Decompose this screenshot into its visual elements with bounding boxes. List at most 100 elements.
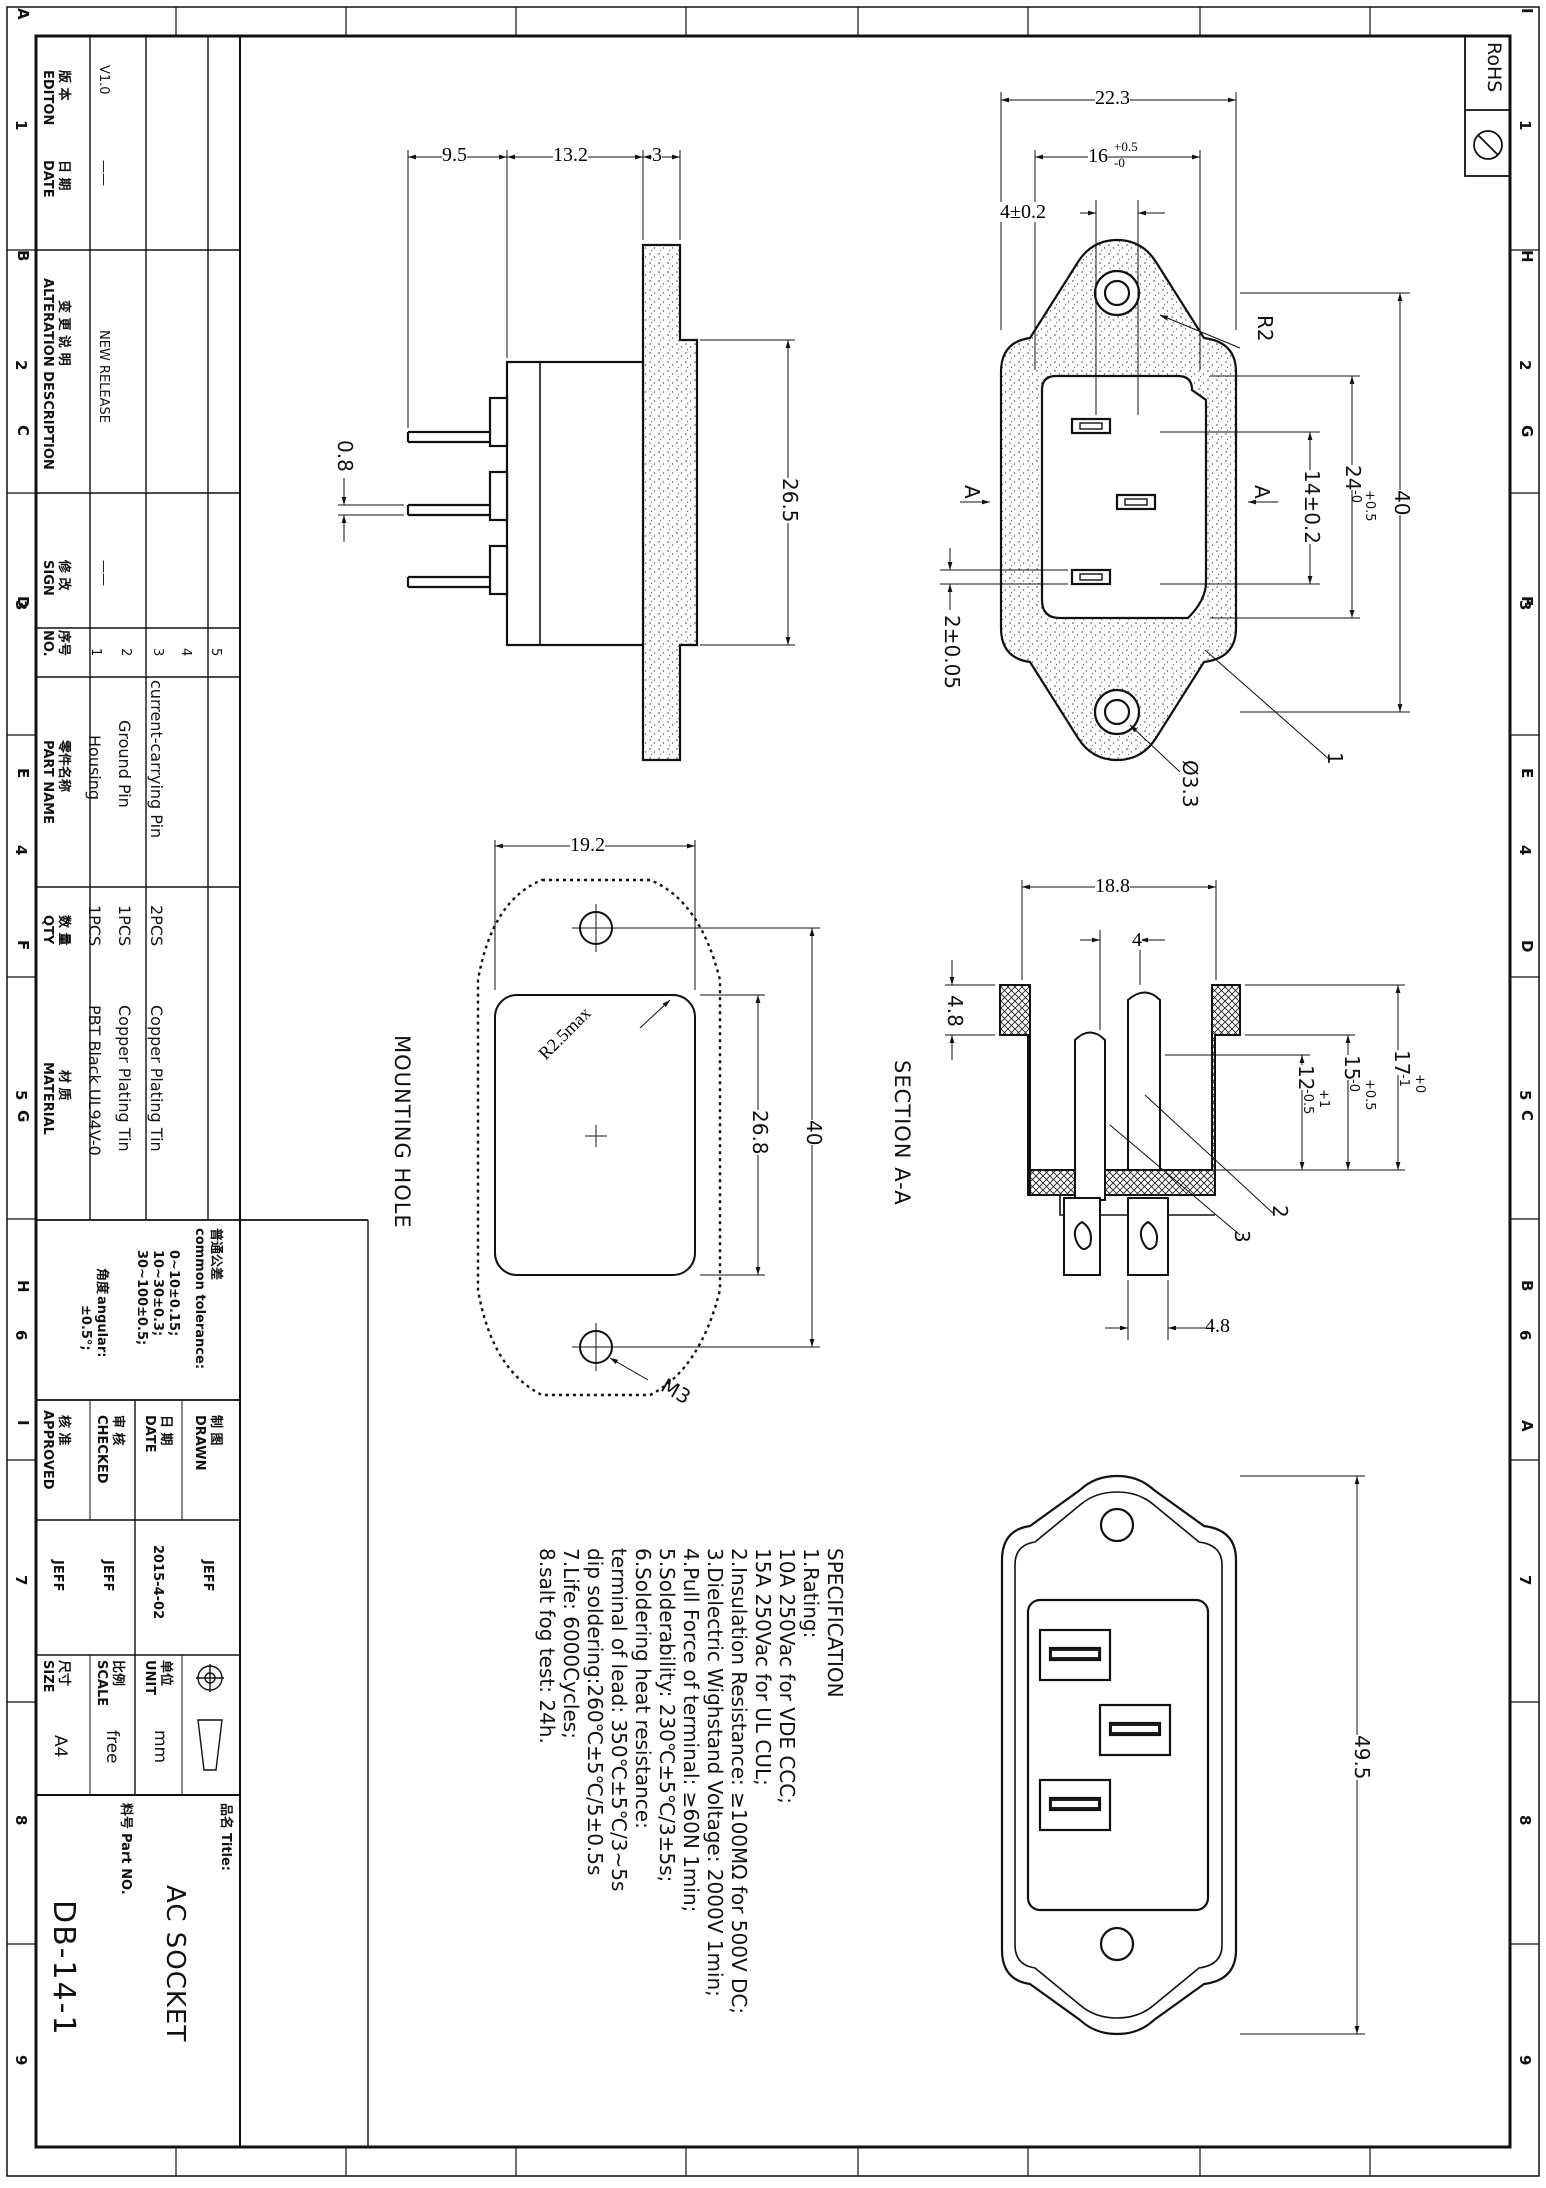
dim-sec-depth-c: 12	[1294, 1065, 1318, 1091]
rev-header-date-en: DATE	[40, 160, 55, 198]
zone-letter: D	[1518, 940, 1536, 953]
scale-label-en: SCALE	[94, 1660, 109, 1707]
partno-label-cn: 料号	[118, 1803, 133, 1830]
parts-row-name: current-carrying Pin	[147, 680, 166, 839]
side-view	[406, 243, 699, 762]
date-label-en: DATE	[142, 1415, 157, 1453]
scale-value: free	[102, 1730, 122, 1764]
dim-sec-depth-a-up: +0	[1412, 1074, 1427, 1094]
unit-value: mm	[150, 1730, 170, 1764]
dim-sec-tab: 4.8	[1205, 1315, 1230, 1337]
rev-header-date-cn: 日 期	[56, 160, 71, 191]
dim-front-overall-height: 40	[1390, 490, 1414, 516]
zone-letter: C	[14, 425, 32, 437]
spec-line: 8.salt fog test: 24h.	[535, 1548, 559, 1744]
zone-number: 6	[12, 1330, 30, 1341]
parts-row-qty: 2PCS	[147, 905, 166, 947]
dim-front-hole-dia: Ø3.3	[1178, 760, 1202, 808]
zone-number: 4	[12, 845, 30, 856]
dim-sec-depth-c-dn: -0.5	[1300, 1089, 1315, 1115]
checked-label-en: CHECKED	[94, 1415, 109, 1484]
section-view	[999, 984, 1241, 1276]
title-label-cn: 品名	[218, 1803, 233, 1830]
dim-sec-pin-gap: 4	[1132, 929, 1142, 951]
scale-label-cn: 比例	[110, 1660, 125, 1687]
zone-letter: C	[1518, 1110, 1536, 1122]
parts-row-qty: 1PCS	[115, 905, 134, 947]
dim-side-9-5: 9.5	[442, 144, 467, 166]
tolerance-line: 10~30±0.3;	[150, 1250, 165, 1337]
spec-line: 5.Solderability: 230℃±5℃/3±5s;	[655, 1548, 679, 1883]
parts-row-no: 3	[150, 648, 165, 657]
zone-letter: I	[14, 1420, 32, 1426]
spec-line: 10A 250Vac for VDE CCC;	[775, 1548, 799, 1804]
dim-sec-depth-a-dn: -1	[1396, 1074, 1411, 1087]
angular-label-cn: 角度	[94, 1268, 109, 1295]
part-number-value: DB-14-1	[46, 1900, 81, 2037]
mounting-hole-view	[476, 878, 722, 1397]
spec-line: 3.Dielectric Wighstand Voltage: 2000V 1m…	[703, 1548, 727, 1997]
zone-number: 9	[12, 2055, 30, 2066]
dim-mount-thread: M3	[657, 1373, 695, 1410]
zone-number: 8	[12, 1815, 30, 1826]
drawn-value: JEFF	[200, 1560, 215, 1592]
parts-row-no: 1	[88, 648, 103, 657]
front-view-dims	[940, 92, 1410, 773]
title-value: AC SOCKET	[160, 1885, 190, 2043]
zone-number: 7	[12, 1575, 30, 1586]
date-label-cn: 日 期	[158, 1415, 173, 1446]
zone-number: 3	[12, 600, 30, 611]
rev-header-desc-cn: 变 更 说 明	[56, 300, 71, 366]
dim-front-overall-width: 22.3	[1095, 87, 1130, 109]
rev-date-value: ——	[96, 160, 111, 186]
checked-value: JEFF	[100, 1560, 115, 1592]
title-label-en: Title:	[218, 1833, 233, 1872]
zone-number: 9	[1516, 2055, 1534, 2066]
rev-header-sign-cn: 修 改	[56, 560, 71, 591]
dim-sec-depth-a: 17	[1390, 1050, 1414, 1076]
parts-row-name: Housing	[85, 735, 104, 801]
spec-line: 7.Life: 6000Cycles;	[559, 1548, 583, 1739]
zone-letter: E	[1518, 768, 1536, 779]
approved-value: JEFF	[50, 1560, 65, 1592]
parts-row-no: 2	[118, 648, 133, 657]
zone-letter: I	[1518, 8, 1536, 14]
dim-side-13-2: 13.2	[553, 144, 588, 166]
zone-number: 5	[12, 1090, 30, 1101]
zone-number: 2	[12, 360, 30, 371]
dim-front-cutout-tol-up: +0.5	[1114, 139, 1138, 154]
dim-front-radius: R2	[1253, 315, 1277, 342]
dim-sec-depth-b-up: +0.5	[1362, 1079, 1377, 1111]
angular-value: ±0.5°;	[78, 1305, 93, 1351]
dim-front-pin-width: 4±0.2	[1000, 201, 1046, 223]
dim-mount-height: 26.8	[748, 1110, 772, 1155]
dim-front-pin-thickness: 2±0.05	[940, 615, 964, 690]
zone-letter: G	[1518, 425, 1536, 438]
zone-letter: B	[1518, 1280, 1536, 1292]
rev-header-edition-en: EDITON	[40, 70, 55, 126]
parts-row-qty: 1PCS	[85, 905, 104, 947]
balloon-1: 1	[1323, 752, 1347, 765]
balloon-3: 3	[1230, 1230, 1254, 1243]
spec-line: 6.Soldering heat resistance:	[631, 1548, 655, 1829]
rev-sign-value: ——	[96, 560, 111, 586]
mounting-hole-title: MOUNTING HOLE	[390, 1035, 414, 1229]
spec-heading: SPECIFICATION	[823, 1548, 847, 1698]
spec-line: 2.Insulation Resistance: ≥100MΩ for 500V…	[727, 1548, 751, 2015]
zone-letter: B	[14, 250, 32, 262]
dim-side-3: 3	[652, 144, 662, 166]
angular-label-en: angular:	[94, 1296, 109, 1358]
spec-line: 1.Rating:	[799, 1548, 823, 1639]
rear-view	[1000, 1474, 1238, 2036]
rohs-pb-icon	[1464, 35, 1511, 177]
size-value: A4	[50, 1735, 70, 1758]
section-mark-right: A	[1250, 485, 1274, 499]
tolerance-label-cn: 普通公差	[208, 1228, 223, 1281]
dim-mount-overall: 40	[802, 1120, 826, 1146]
size-label-cn: 尺寸	[56, 1660, 71, 1687]
zone-number: 3	[1516, 600, 1534, 611]
date-value: 2015-4-02	[150, 1545, 165, 1620]
spec-line: 15A 250Vac for UL CUL;	[751, 1548, 775, 1786]
